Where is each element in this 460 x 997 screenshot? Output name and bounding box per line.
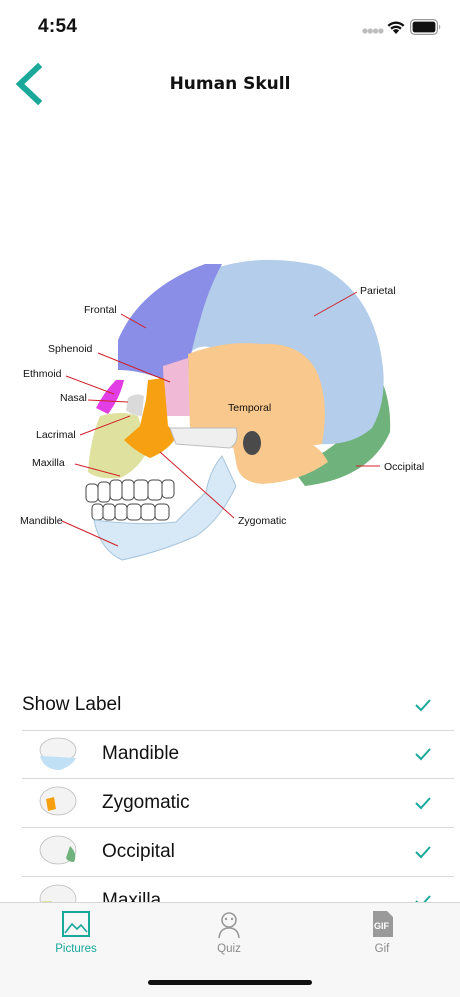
- maxilla-thumbnail: [39, 884, 77, 902]
- occipital-thumbnail: [39, 835, 77, 865]
- list-item-label: Occipital: [102, 841, 175, 862]
- tab-pictures[interactable]: Pictures: [16, 909, 136, 969]
- skull-diagram: Frontal Parietal Sphenoid Ethmoid Nasal …: [20, 259, 424, 561]
- label-zygomatic: Zygomatic: [238, 515, 286, 527]
- svg-text:GIF: GIF: [374, 921, 390, 931]
- status-time: 4:54: [38, 16, 78, 37]
- list-item-mandible[interactable]: Mandible: [22, 730, 454, 779]
- label-maxilla: Maxilla: [32, 457, 65, 469]
- tab-quiz[interactable]: Quiz: [169, 909, 289, 969]
- temporal-region: [188, 343, 325, 452]
- label-temporal: Temporal: [228, 402, 271, 414]
- checkmark-icon: [415, 846, 431, 859]
- checkmark-icon: [415, 748, 431, 761]
- tab-label: Quiz: [217, 943, 241, 955]
- checkmark-icon: [415, 895, 431, 902]
- bone-list: Show Label Mandible Zygomatic Occipital: [0, 680, 460, 902]
- maxilla-region: [88, 413, 148, 479]
- list-item-label: Zygomatic: [102, 792, 190, 813]
- label-frontal: Frontal: [84, 304, 117, 316]
- wifi-icon: [387, 21, 405, 34]
- tab-label: Gif: [374, 943, 390, 955]
- back-button[interactable]: [12, 60, 48, 108]
- quiz-icon: [218, 912, 240, 939]
- home-indicator: [148, 980, 312, 985]
- show-label-row[interactable]: Show Label: [22, 680, 454, 731]
- sphenoid-region: [163, 358, 190, 416]
- mandible-region: [93, 455, 237, 561]
- show-label-text: Show Label: [22, 694, 122, 715]
- chevron-left-icon: [15, 62, 43, 106]
- page-title: Human Skull: [169, 74, 291, 94]
- picture-icon: [62, 911, 90, 937]
- tab-label: Pictures: [55, 943, 97, 955]
- gif-icon: GIF: [373, 911, 393, 937]
- list-item-occipital[interactable]: Occipital: [22, 828, 454, 877]
- label-lacrimal: Lacrimal: [36, 429, 76, 441]
- label-nasal: Nasal: [60, 392, 87, 404]
- list-item-zygomatic[interactable]: Zygomatic: [22, 779, 454, 828]
- label-ethmoid: Ethmoid: [23, 368, 62, 380]
- list-item-label: Maxilla: [102, 890, 162, 902]
- label-parietal: Parietal: [360, 285, 396, 297]
- label-mandible: Mandible: [20, 515, 63, 527]
- tab-gif[interactable]: GIF Gif: [322, 909, 442, 969]
- label-occipital: Occipital: [384, 461, 424, 473]
- frontal-region: [118, 264, 222, 380]
- signal-icon: [362, 28, 384, 34]
- battery-icon: [410, 19, 441, 35]
- list-item-label: Mandible: [102, 743, 180, 764]
- checkmark-icon: [415, 699, 431, 712]
- status-bar: 4:54: [0, 0, 460, 56]
- list-item-maxilla[interactable]: Maxilla: [22, 877, 454, 902]
- mandible-thumbnail: [39, 737, 77, 770]
- zygomatic-thumbnail: [39, 786, 77, 816]
- label-sphenoid: Sphenoid: [48, 343, 93, 355]
- ethmoid-region: [96, 380, 124, 414]
- checkmark-icon: [415, 797, 431, 810]
- zygomatic-region: [124, 378, 178, 458]
